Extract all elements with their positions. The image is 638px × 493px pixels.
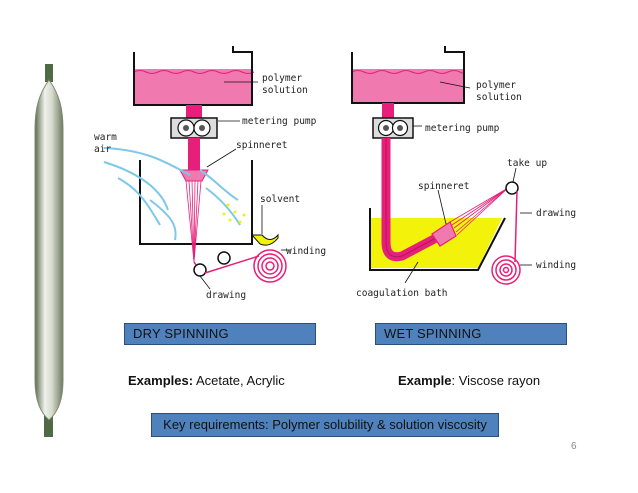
warm-air-arrows [103, 147, 241, 241]
key-requirements-banner: Key requirements: Polymer solubility & s… [151, 413, 499, 437]
dry-filaments [185, 180, 202, 263]
dry-spinning-diagram: polymer solution metering pump warm air … [94, 46, 326, 301]
wet-winding-spool [491, 255, 521, 285]
wet-label-polymer: polymer [476, 80, 516, 91]
fibre-rod-image [34, 64, 64, 437]
dry-examples: Examples: Acetate, Acrylic [128, 373, 285, 388]
wet-polymer-tank [351, 46, 465, 104]
dry-label-drawing: drawing [206, 290, 246, 301]
wet-examples: Example: Viscose rayon [398, 373, 540, 388]
take-up-roller [505, 181, 519, 263]
dry-label-spinneret: spinneret [236, 140, 287, 151]
wet-examples-prefix: Example [398, 373, 452, 388]
dry-label-warm: warm [94, 132, 117, 143]
wet-filaments [449, 187, 509, 236]
dry-examples-prefix: Examples: [128, 373, 194, 388]
dry-polymer-tank [133, 46, 255, 106]
solvent-outlet [250, 233, 279, 246]
dry-feed-pipe [186, 105, 202, 118]
dry-pump-outlet [188, 138, 200, 170]
wet-label-coagulation-bath: coagulation bath [356, 288, 448, 299]
wet-metering-pump [372, 117, 414, 139]
dry-label-solution: solution [262, 85, 308, 96]
dry-metering-pump [170, 117, 218, 139]
dry-examples-values: Acetate, Acrylic [193, 373, 285, 388]
wet-examples-values: : Viscose rayon [451, 373, 541, 388]
wet-spinneret-shape [431, 221, 457, 247]
wet-spinning-diagram: polymer solution metering pump take up s… [351, 46, 576, 299]
solvent-drops [222, 203, 246, 224]
dry-winding-spool [253, 249, 287, 283]
wet-label-take-up: take up [507, 158, 547, 169]
dry-label-solvent: solvent [260, 194, 300, 205]
dry-label-metering-pump: metering pump [242, 116, 317, 127]
wet-label-solution: solution [476, 92, 522, 103]
dry-spinning-label: DRY SPINNING [124, 323, 316, 345]
dry-label-polymer: polymer [262, 73, 302, 84]
dry-drawing-rollers [193, 251, 260, 277]
wet-spinning-label: WET SPINNING [375, 323, 567, 345]
dry-spinning-chamber [139, 160, 253, 245]
wet-label-metering-pump: metering pump [425, 123, 500, 134]
wet-label-spinneret: spinneret [418, 181, 469, 192]
dry-label-winding: winding [286, 246, 326, 257]
wet-label-drawing: drawing [536, 208, 576, 219]
dry-label-air: air [94, 144, 111, 155]
wet-feed-pipe [382, 103, 394, 118]
page-number: 6 [571, 441, 577, 452]
wet-label-winding: winding [536, 260, 576, 271]
